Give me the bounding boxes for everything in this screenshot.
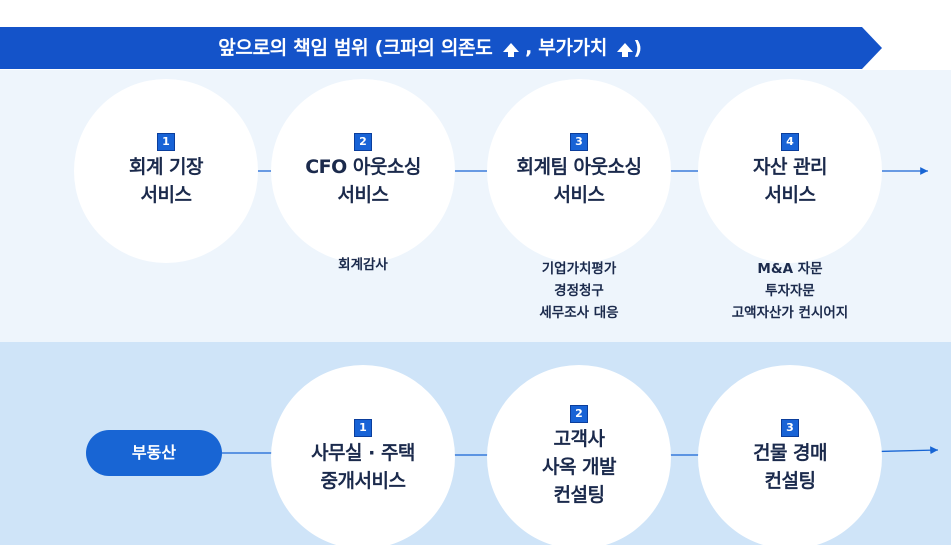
service-label: 사무실 · 주택 중개서비스 <box>311 442 415 492</box>
step-number-badge: 1 <box>157 133 175 151</box>
step-number-badge: 1 <box>354 419 372 437</box>
real-estate-badge: 부동산 <box>86 430 222 476</box>
real-estate-circle-development: 2 고객사 사옥 개발 컨설팅 <box>487 365 671 549</box>
service-detail-accounting-team: 기업가치평가 경정청구 세무조사 대응 <box>539 261 619 321</box>
banner-title-part3: ) <box>633 37 642 59</box>
service-label: 회계 기장 서비스 <box>128 156 204 206</box>
service-label: 건물 경매 컨설팅 <box>752 442 828 492</box>
banner-title-part1: 앞으로의 책임 범위 (크파의 의존도 <box>218 37 493 59</box>
up-arrow-icon <box>617 43 634 57</box>
real-estate-circle-auction: 3 건물 경매 컨설팅 <box>698 365 882 549</box>
service-detail-asset-management: M&A 자문 투자자문 고액자산가 컨시어지 <box>731 261 849 321</box>
step-number-badge: 4 <box>781 133 799 151</box>
service-label: 고객사 사옥 개발 컨설팅 <box>541 428 617 506</box>
service-detail-cfo: 회계감사 <box>338 257 388 273</box>
step-number-badge: 2 <box>354 133 372 151</box>
banner-title: 앞으로의 책임 범위 (크파의 의존도 , 부가가치 ) <box>0 27 860 69</box>
service-label: 자산 관리 서비스 <box>752 156 828 206</box>
banner-title-part2: , 부가가치 <box>525 37 608 59</box>
service-label: CFO 아웃소싱 서비스 <box>305 156 421 206</box>
service-circle-asset-management: 4 자산 관리 서비스 <box>698 79 882 263</box>
step-number-badge: 2 <box>570 405 588 423</box>
real-estate-circle-brokerage: 1 사무실 · 주택 중개서비스 <box>271 365 455 549</box>
service-circle-accounting-team: 3 회계팀 아웃소싱 서비스 <box>487 79 671 263</box>
up-arrow-icon <box>502 43 519 57</box>
step-number-badge: 3 <box>781 419 799 437</box>
service-label: 회계팀 아웃소싱 서비스 <box>516 156 642 206</box>
responsibility-banner: 앞으로의 책임 범위 (크파의 의존도 , 부가가치 ) <box>0 27 882 69</box>
service-circle-cfo: 2 CFO 아웃소싱 서비스 <box>271 79 455 263</box>
step-number-badge: 3 <box>570 133 588 151</box>
service-circle-accounting: 1 회계 기장 서비스 <box>74 79 258 263</box>
